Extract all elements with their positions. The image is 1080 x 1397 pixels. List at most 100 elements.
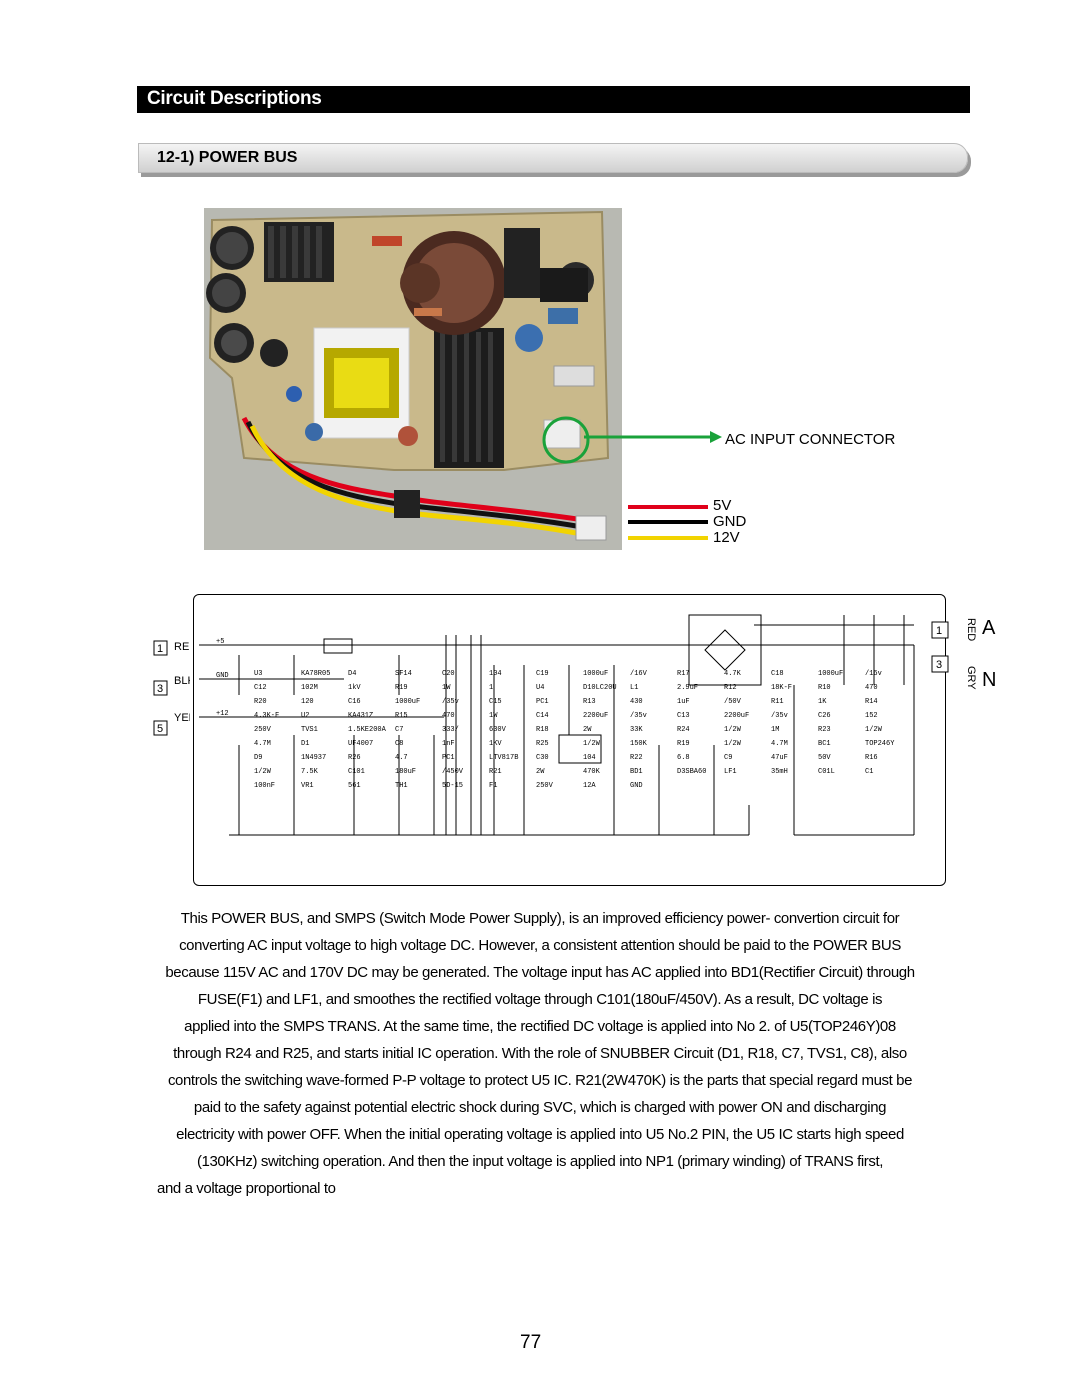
schematic-label: 1M <box>771 726 779 734</box>
schematic-label: L1 <box>630 684 638 692</box>
schematic-label: 250V <box>254 726 272 734</box>
schematic-label: C30 <box>536 754 549 762</box>
schematic-label: R20 <box>254 698 267 706</box>
schematic-label: 6.8 <box>677 754 690 762</box>
schematic-label: U4 <box>536 684 544 692</box>
schematic-label: R26 <box>348 754 361 762</box>
schematic-label: R22 <box>630 754 643 762</box>
schematic-label: 5D-15 <box>442 782 463 790</box>
schematic-label: 2.9uF <box>677 684 698 692</box>
schematic-label: R14 <box>865 698 878 706</box>
schematic-label: 470K <box>583 768 601 776</box>
body-line: paid to the safety against potential ele… <box>193 1099 887 1116</box>
schematic-label: 33K <box>630 726 643 734</box>
schematic-label: C12 <box>254 684 267 692</box>
body-line: FUSE(F1) and LF1, and smoothes the recti… <box>197 991 883 1008</box>
wire-gnd-swatch <box>628 520 708 524</box>
schematic-label: 180uF <box>395 768 416 776</box>
svg-text:A: A <box>982 617 996 639</box>
schematic-label: R24 <box>677 726 690 734</box>
schematic-label: 18K-F <box>771 684 792 692</box>
schematic-label: C8 <box>395 740 403 748</box>
schematic-label: 12A <box>583 782 596 790</box>
schematic-label: U3 <box>254 670 262 678</box>
connector-label: AC INPUT CONNECTOR <box>725 431 896 448</box>
schematic-label: R19 <box>395 684 408 692</box>
schematic-label: C9 <box>724 754 732 762</box>
schematic-label: 561 <box>348 782 361 790</box>
schematic-label: 4.7K <box>724 670 742 678</box>
schematic-label: 1N4937 <box>301 754 326 762</box>
schematic-label: 1KV <box>489 740 502 748</box>
schematic-label: PC1 <box>536 698 549 706</box>
schematic-label: 35mH <box>771 768 788 776</box>
svg-text:1: 1 <box>936 625 942 637</box>
svg-text:GND: GND <box>216 672 229 680</box>
connector-arrow <box>584 431 722 443</box>
schematic-label: F1 <box>489 782 497 790</box>
svg-text:3: 3 <box>936 659 942 671</box>
schematic-label: 104 <box>583 754 596 762</box>
schematic-label: R18 <box>536 726 549 734</box>
schematic-label: VR1 <box>301 782 314 790</box>
body-line: through R24 and R25, and starts initial … <box>173 1045 907 1062</box>
schematic-label: D4 <box>348 670 356 678</box>
schematic-label: R25 <box>536 740 549 748</box>
body-line-last: and a voltage proportional to <box>157 1180 336 1197</box>
schematic-label: 102M <box>301 684 318 692</box>
schematic-label: C14 <box>536 712 549 720</box>
schematic-label: R10 <box>818 684 831 692</box>
schematic-label: 1kV <box>348 684 361 692</box>
schematic-label: 1 <box>489 684 493 692</box>
schematic-label: 100nF <box>254 782 275 790</box>
section-header-bar: Circuit Descriptions <box>137 86 970 113</box>
schematic-label: C18 <box>771 670 784 678</box>
schematic-label: 1/2W <box>724 740 742 748</box>
schematic-label: TOP246Y <box>865 740 895 748</box>
schematic-label: SF14 <box>395 670 412 678</box>
schematic-label: 333/ <box>442 726 459 734</box>
schematic-label: R23 <box>818 726 831 734</box>
schematic-label: 630V <box>489 726 507 734</box>
schematic-label: PC1 <box>442 754 455 762</box>
svg-text:YEL: YEL <box>174 712 190 724</box>
schematic-label: 2W <box>583 726 592 734</box>
schematic-label: R19 <box>677 740 690 748</box>
schematic-label: 470 <box>442 712 455 720</box>
svg-text:5: 5 <box>157 723 163 735</box>
schematic-label: R11 <box>771 698 784 706</box>
body-paragraph: This POWER BUS, and SMPS (Switch Mode Po… <box>137 905 943 1202</box>
svg-text:GRY: GRY <box>965 666 977 690</box>
schematic-label: 1K <box>818 698 827 706</box>
page-number: 77 <box>520 1332 542 1353</box>
schematic-label: 1/2W <box>724 726 742 734</box>
schematic-label: /16v <box>865 670 882 678</box>
svg-text:RED: RED <box>174 641 190 653</box>
schematic-label: C13 <box>677 712 690 720</box>
schematic-label: LF1 <box>724 768 737 776</box>
svg-text:RED: RED <box>965 618 977 641</box>
schematic-label: /450V <box>442 768 464 776</box>
wire-12v-label: 12V <box>713 529 740 546</box>
schematic-label: 4.7M <box>254 740 271 748</box>
schematic-label: 50V <box>818 754 831 762</box>
schematic-label: D9 <box>254 754 262 762</box>
schematic-label: /35v <box>771 712 788 720</box>
schematic-label: /35v <box>630 712 647 720</box>
schematic-label: R13 <box>583 698 596 706</box>
schematic-label: UF4007 <box>348 740 373 748</box>
schematic-label: 1W <box>489 712 498 720</box>
svg-text:N: N <box>982 669 996 691</box>
schematic-label: /16V <box>630 670 648 678</box>
schematic-label: C15 <box>489 698 502 706</box>
schematic-label: 1/2W <box>583 740 601 748</box>
subsection-title: 12-1) POWER BUS <box>157 149 298 166</box>
schematic-label: C7 <box>395 726 403 734</box>
schematic-label: 1/2W <box>254 768 272 776</box>
wire-5v-label: 5V <box>713 497 732 514</box>
schematic-label: BD1 <box>630 768 643 776</box>
schematic-label: 120 <box>301 698 314 706</box>
schematic-label: 4.3K-F <box>254 712 279 720</box>
schematic-label: TVS1 <box>301 726 318 734</box>
